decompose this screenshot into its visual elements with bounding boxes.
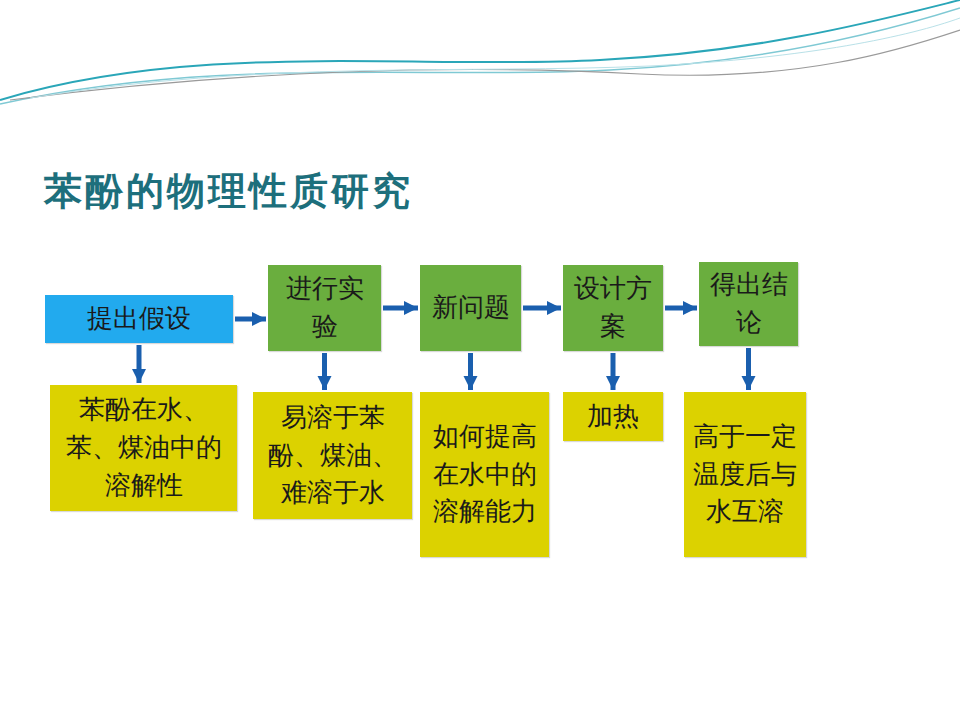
box-text: 加热 <box>587 398 639 436</box>
arrow-connector <box>137 345 142 383</box>
detail-box: 加热 <box>563 392 663 441</box>
detail-box: 如何提高在水中的溶解能力 <box>420 392 549 557</box>
wave-line <box>0 0 960 100</box>
arrow-connector <box>665 306 697 311</box>
step-box: 设计方案 <box>563 265 663 351</box>
box-text: 进行实验 <box>276 270 373 345</box>
detail-box: 苯酚在水、苯、煤油中的溶解性 <box>50 385 237 511</box>
step-box: 提出假设 <box>45 295 233 343</box>
arrow-connector <box>235 317 266 322</box>
wave-line <box>30 18 960 98</box>
arrow-connector <box>383 306 418 311</box>
detail-box: 高于一定温度后与水互溶 <box>684 392 806 557</box>
box-text: 苯酚在水、苯、煤油中的溶解性 <box>56 391 231 504</box>
step-box: 得出结论 <box>699 262 798 346</box>
box-text: 设计方案 <box>571 270 655 345</box>
arrow-connector <box>746 348 751 390</box>
box-text: 易溶于苯酚、煤油、难溶于水 <box>259 399 406 512</box>
step-box: 新问题 <box>420 265 521 351</box>
arrow-connector <box>322 353 327 390</box>
arrow-connector <box>523 306 561 311</box>
box-text: 提出假设 <box>87 300 191 338</box>
arrow-connector <box>468 353 473 390</box>
box-text: 高于一定温度后与水互溶 <box>690 418 800 531</box>
wave-line <box>10 30 960 100</box>
step-box: 进行实验 <box>268 265 381 351</box>
wave-line <box>0 8 960 104</box>
title: 苯酚的物理性质研究 <box>44 166 413 217</box>
box-text: 新问题 <box>432 289 510 327</box>
detail-box: 易溶于苯酚、煤油、难溶于水 <box>253 392 412 519</box>
arrow-connector <box>611 353 616 390</box>
box-text: 如何提高在水中的溶解能力 <box>426 418 543 531</box>
box-text: 得出结论 <box>707 266 790 341</box>
